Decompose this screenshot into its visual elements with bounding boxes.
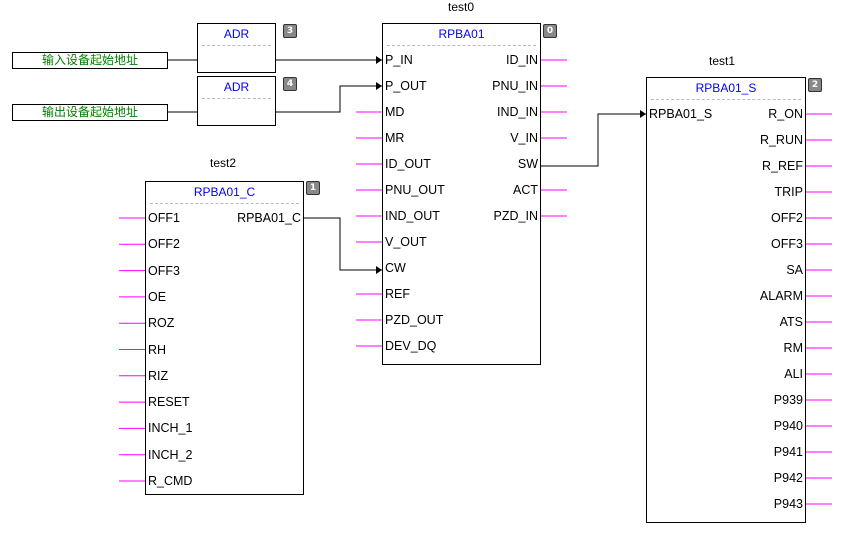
rpba01-c-block-title: RPBA01_C <box>193 185 256 199</box>
rpba01-output-id-in[interactable]: ID_IN <box>506 53 538 67</box>
rpba01-input-p-in[interactable]: P_IN <box>385 53 413 67</box>
test2-instance-name: test2 <box>209 156 236 170</box>
rpba01-output-ind-in[interactable]: IND_IN <box>497 105 538 119</box>
rpba01-output-pnu-in[interactable]: PNU_IN <box>492 79 538 93</box>
adr-block-2-order-badge: 4 <box>283 77 297 91</box>
rpba01-s-output-off2[interactable]: OFF2 <box>771 211 803 225</box>
rpba01-s-output-r-ref[interactable]: R_REF <box>762 159 803 173</box>
rpba01-s-output-trip[interactable]: TRIP <box>774 185 803 199</box>
rpba01-c-input-roz[interactable]: ROZ <box>148 316 175 331</box>
rpba01-c-input-off1[interactable]: OFF1 <box>148 211 180 225</box>
rpba01-output-v-in[interactable]: V_IN <box>510 131 538 145</box>
adr-block-1-order-badge: 3 <box>283 24 297 38</box>
rpba01-block-title: RPBA01 <box>438 27 485 41</box>
wire-rpba01-c-to-cw[interactable] <box>304 217 382 271</box>
rpba01-s-output-p942[interactable]: P942 <box>773 471 803 485</box>
rpba01-s-block-separator <box>651 99 801 100</box>
rpba01-c-input-inch-2[interactable]: INCH_2 <box>148 447 193 462</box>
rpba01-input-ind-out[interactable]: IND_OUT <box>385 209 440 223</box>
rpba01-input-dev-dq[interactable]: DEV_DQ <box>385 339 437 353</box>
rpba01-input-pzd-out[interactable]: PZD_OUT <box>385 313 444 327</box>
rpba01-c-order-badge: 1 <box>306 181 320 195</box>
rpba01-input-mr[interactable]: MR <box>385 131 405 145</box>
rpba01-c-input-rh[interactable]: RH <box>148 342 167 357</box>
rpba01-output-act[interactable]: ACT <box>513 183 538 197</box>
rpba01-s-order-badge: 2 <box>808 78 822 92</box>
rpba01-c-input-riz[interactable]: RIZ <box>148 368 169 383</box>
rpba01-input-v-out[interactable]: V_OUT <box>385 235 427 249</box>
adr-block-1-separator <box>202 45 271 46</box>
rpba01-block-separator <box>387 45 536 46</box>
adr-block-1-title: ADR <box>223 27 250 41</box>
rpba01-c-input-reset[interactable]: RESET <box>148 395 190 410</box>
output-device-start-address-label[interactable]: 输出设备起始地址 <box>12 104 168 121</box>
rpba01-order-badge: 0 <box>543 24 557 38</box>
rpba01-input-id-out[interactable]: ID_OUT <box>385 157 431 171</box>
rpba01-s-output-r-on[interactable]: R_ON <box>768 107 803 121</box>
rpba01-s-output-p943[interactable]: P943 <box>773 497 803 511</box>
test1-instance-name: test1 <box>708 54 735 68</box>
rpba01-block[interactable]: RPBA01 P_IN P_OUT MD MR ID_OUT PNU_OUT IND_OUT… <box>382 23 541 365</box>
rpba01-c-input-oe[interactable]: OE <box>148 289 167 304</box>
wire-sw-to-rpba01-s[interactable] <box>541 113 646 167</box>
adr-block-2[interactable]: ADR <box>197 76 276 126</box>
rpba01-input-cw[interactable]: CW <box>385 261 406 275</box>
rpba01-s-output-r-run[interactable]: R_RUN <box>759 133 803 147</box>
rpba01-s-block-title: RPBA01_S <box>695 81 757 95</box>
rpba01-s-output-ali[interactable]: ALI <box>784 367 803 381</box>
rpba01-output-pzd-in[interactable]: PZD_IN <box>493 209 538 223</box>
test0-instance-name: test0 <box>447 0 474 14</box>
rpba01-s-output-alarm[interactable]: ALARM <box>759 289 803 303</box>
rpba01-input-md[interactable]: MD <box>385 105 405 119</box>
rpba01-s-output-p940[interactable]: P940 <box>773 419 803 433</box>
rpba01-s-output-ats[interactable]: ATS <box>779 315 803 329</box>
rpba01-c-input-inch-1[interactable]: INCH_1 <box>148 421 193 436</box>
adr-block-1[interactable]: ADR <box>197 23 276 73</box>
rpba01-c-input-off2[interactable]: OFF2 <box>148 237 180 252</box>
rpba01-s-input-rpba01-s[interactable]: RPBA01_S <box>649 107 713 121</box>
rpba01-input-pnu-out[interactable]: PNU_OUT <box>385 183 445 197</box>
rpba01-s-output-off3[interactable]: OFF3 <box>771 237 803 251</box>
rpba01-input-p-out[interactable]: P_OUT <box>385 79 427 93</box>
rpba01-c-block-separator <box>150 203 299 204</box>
rpba01-c-input-off3[interactable]: OFF3 <box>148 263 180 278</box>
rpba01-s-output-rm[interactable]: RM <box>783 341 803 355</box>
rpba01-c-output-rpba01-c[interactable]: RPBA01_C <box>237 211 301 225</box>
rpba01-s-output-p941[interactable]: P941 <box>773 445 803 459</box>
rpba01-c-input-r-cmd[interactable]: R_CMD <box>148 474 193 488</box>
input-device-start-address-label[interactable]: 输入设备起始地址 <box>12 52 168 69</box>
adr-block-2-separator <box>202 98 271 99</box>
rpba01-s-output-p939[interactable]: P939 <box>773 393 803 407</box>
rpba01-output-sw[interactable]: SW <box>517 157 538 171</box>
rpba01-input-ref[interactable]: REF <box>385 287 410 301</box>
rpba01-s-output-sa[interactable]: SA <box>786 263 803 277</box>
adr-block-2-title: ADR <box>223 80 250 94</box>
